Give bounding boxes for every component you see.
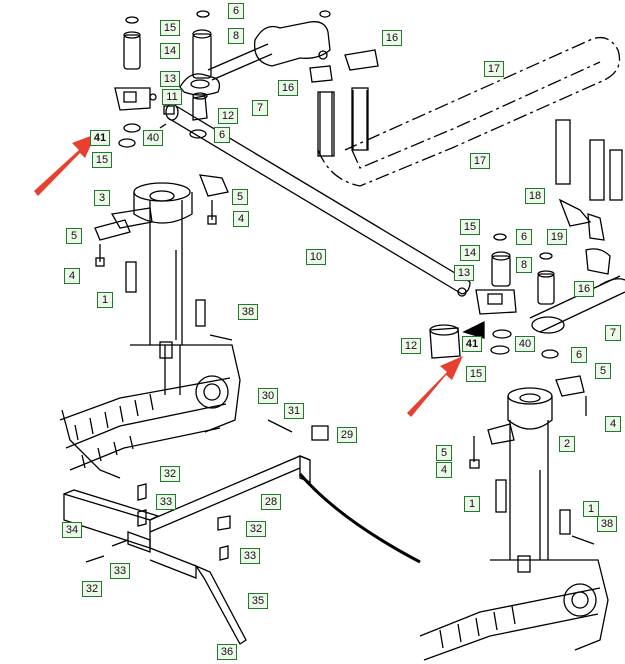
callout-13: 13 bbox=[160, 71, 180, 87]
callout-33: 33 bbox=[156, 494, 176, 510]
callout-41-right: 41 bbox=[462, 336, 482, 352]
right-cylinder bbox=[529, 275, 625, 359]
callout-33-c: 33 bbox=[240, 548, 260, 564]
callout-17: 17 bbox=[470, 153, 490, 169]
callout-38-r: 38 bbox=[597, 516, 617, 532]
callout-6-r: 6 bbox=[516, 229, 532, 245]
callout-40: 40 bbox=[143, 130, 163, 146]
callout-32-c: 32 bbox=[82, 581, 102, 597]
left-track bbox=[59, 341, 241, 479]
callout-17-top: 17 bbox=[484, 61, 504, 77]
callout-4-r: 4 bbox=[605, 416, 621, 432]
callout-1: 1 bbox=[97, 292, 113, 308]
right-hoses bbox=[555, 119, 623, 275]
right-column bbox=[469, 375, 595, 560]
callout-32-b: 32 bbox=[246, 521, 266, 537]
callout-31: 31 bbox=[284, 403, 304, 419]
callout-33-b: 33 bbox=[110, 563, 130, 579]
callout-15-r2: 15 bbox=[466, 366, 486, 382]
callout-1-r: 1 bbox=[464, 496, 480, 512]
callout-5-r2: 5 bbox=[436, 445, 452, 461]
callout-18: 18 bbox=[525, 188, 545, 204]
callout-19: 19 bbox=[547, 229, 567, 245]
callout-6-r2: 6 bbox=[571, 347, 587, 363]
callout-3: 3 bbox=[94, 190, 110, 206]
callout-36: 36 bbox=[217, 644, 237, 660]
callout-41-left: 41 bbox=[90, 130, 110, 146]
callout-13-r: 13 bbox=[454, 265, 474, 281]
callout-15-r: 15 bbox=[460, 219, 480, 235]
callout-14-r: 14 bbox=[460, 245, 480, 261]
callout-8-r: 8 bbox=[516, 257, 532, 273]
callout-6: 6 bbox=[228, 3, 244, 19]
callout-4-r2: 4 bbox=[436, 462, 452, 478]
left-column bbox=[94, 174, 233, 345]
callout-7: 7 bbox=[252, 100, 268, 116]
callout-12-r: 12 bbox=[401, 338, 421, 354]
callout-16-b: 16 bbox=[278, 80, 298, 96]
right-spring-stack bbox=[429, 233, 555, 359]
callout-10: 10 bbox=[306, 249, 326, 265]
callout-28: 28 bbox=[261, 494, 281, 510]
callout-4: 4 bbox=[64, 268, 80, 284]
left-spring-stack bbox=[114, 16, 175, 148]
callout-35: 35 bbox=[248, 593, 268, 609]
hose-17 bbox=[317, 36, 621, 187]
callout-11: 11 bbox=[162, 89, 182, 105]
left-hoses bbox=[309, 49, 379, 157]
callout-15-b: 15 bbox=[92, 152, 112, 168]
callout-32: 32 bbox=[160, 466, 180, 482]
callout-29: 29 bbox=[337, 427, 357, 443]
frame-28-34 bbox=[63, 419, 329, 645]
right-track bbox=[419, 555, 609, 661]
callout-5: 5 bbox=[66, 228, 82, 244]
callout-40-r: 40 bbox=[515, 336, 535, 352]
callout-5-b: 5 bbox=[232, 189, 248, 205]
callout-16-r: 16 bbox=[574, 281, 594, 297]
callout-30: 30 bbox=[258, 388, 278, 404]
highlight-arrows bbox=[34, 134, 463, 417]
callout-6-b: 6 bbox=[214, 127, 230, 143]
callout-4-b: 4 bbox=[233, 211, 249, 227]
callout-15: 15 bbox=[160, 20, 180, 36]
callout-2: 2 bbox=[559, 436, 575, 452]
callout-7-r: 7 bbox=[605, 325, 621, 341]
callout-16: 16 bbox=[382, 30, 402, 46]
callout-38: 38 bbox=[238, 304, 258, 320]
callout-12: 12 bbox=[218, 108, 238, 124]
left-cylinder bbox=[179, 10, 331, 139]
wire-29 bbox=[298, 473, 421, 564]
callout-1-r2: 1 bbox=[583, 501, 599, 517]
callout-34: 34 bbox=[62, 522, 82, 538]
shaft-10 bbox=[159, 103, 471, 295]
callout-8: 8 bbox=[228, 28, 244, 44]
callout-14: 14 bbox=[160, 43, 180, 59]
fasteners bbox=[85, 483, 231, 563]
callout-5-r: 5 bbox=[595, 363, 611, 379]
